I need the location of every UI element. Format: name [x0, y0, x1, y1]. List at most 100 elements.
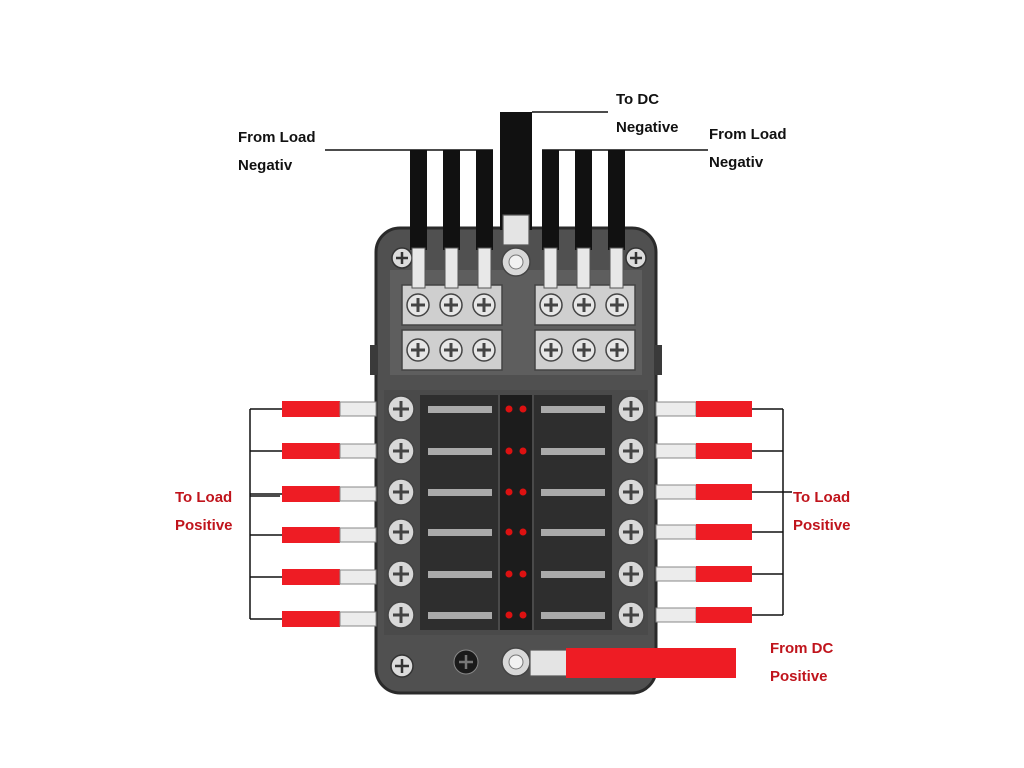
wire-ring-terminal — [339, 486, 377, 502]
positive-screw-right — [617, 395, 645, 423]
label-line: Negativ — [709, 154, 764, 171]
label-line: Positive — [175, 517, 233, 534]
positive-wire — [696, 607, 752, 623]
positive-wire — [696, 401, 752, 417]
screw-terminal — [572, 338, 596, 362]
fuse-row — [387, 437, 645, 465]
fuse-slot — [428, 448, 492, 455]
label-line: Negative — [616, 119, 679, 136]
fuse-slot — [428, 571, 492, 578]
label-line: Positive — [793, 517, 851, 534]
fuse-row — [387, 518, 645, 546]
positive-wire — [282, 611, 340, 627]
wire-ring-terminal — [339, 401, 377, 417]
left-positive-wires — [249, 401, 377, 627]
fuse-slot — [541, 571, 605, 578]
label-to-load-positive-right: To Load Positive — [793, 484, 851, 540]
fuse-row — [387, 478, 645, 506]
screw-terminal — [605, 293, 629, 317]
positive-screw-left — [387, 560, 415, 588]
mount-screw-bottom-left — [390, 654, 414, 678]
fuse-row — [387, 601, 645, 629]
fuse-slot — [428, 406, 492, 413]
wire-ring-terminal — [411, 247, 426, 289]
wire-ring-terminal — [655, 443, 697, 459]
positive-wire — [282, 569, 340, 585]
dc-negative-cable — [500, 112, 532, 230]
positive-wire — [282, 443, 340, 459]
label-line: To DC — [616, 91, 660, 108]
screw-terminal — [439, 338, 463, 362]
label-from-dc-positive: From DC Positive — [770, 635, 833, 691]
fuse-slot — [541, 612, 605, 619]
screw-terminal — [539, 338, 563, 362]
wire-ring-terminal — [339, 611, 377, 627]
mount-screw-top-right — [625, 247, 647, 269]
positive-wire — [696, 484, 752, 500]
negative-wire — [443, 150, 460, 250]
wire-ring-terminal — [339, 443, 377, 459]
right-side-tab — [654, 345, 662, 375]
wire-ring-terminal — [477, 247, 492, 289]
wire-ring-terminal — [655, 401, 697, 417]
positive-wire — [282, 486, 340, 502]
dc-negative-ring-lug — [502, 214, 530, 246]
fuse-slot — [541, 406, 605, 413]
positive-screw-right — [617, 518, 645, 546]
fuse-row — [387, 395, 645, 423]
wire-ring-terminal — [655, 484, 697, 500]
fuse-row — [387, 560, 645, 588]
positive-screw-right — [617, 560, 645, 588]
led-indicator — [505, 611, 513, 619]
wire-ring-terminal — [609, 247, 624, 289]
ground-stud-bottom-center — [453, 649, 479, 675]
led-indicator — [505, 405, 513, 413]
fuse-rows — [387, 395, 645, 629]
fuse-slot — [428, 489, 492, 496]
positive-screw-left — [387, 395, 415, 423]
negative-bus-right-lower — [534, 329, 636, 371]
left-side-tab — [370, 345, 378, 375]
negative-wire — [608, 150, 625, 250]
led-indicator — [519, 488, 527, 496]
label-to-load-positive-left: To Load Positive — [175, 484, 233, 540]
positive-screw-right — [617, 478, 645, 506]
label-line: From Load — [709, 126, 787, 143]
negative-wire — [542, 150, 559, 250]
label-to-dc-negative: To DC Negative — [616, 86, 679, 142]
screw-terminal — [439, 293, 463, 317]
wire-ring-terminal — [655, 524, 697, 540]
negative-wire — [410, 150, 427, 250]
label-line: Positive — [770, 668, 828, 685]
led-indicator — [519, 447, 527, 455]
wire-ring-terminal — [655, 566, 697, 582]
positive-screw-right — [617, 601, 645, 629]
led-indicator — [505, 488, 513, 496]
positive-wire — [282, 527, 340, 543]
fuse-slot — [428, 612, 492, 619]
positive-screw-right — [617, 437, 645, 465]
dc-positive-ring-lug — [529, 649, 569, 677]
positive-screw-left — [387, 518, 415, 546]
positive-wire — [696, 443, 752, 459]
positive-screw-left — [387, 478, 415, 506]
led-indicator — [519, 528, 527, 536]
dc-positive-stud — [501, 647, 531, 677]
right-positive-wires — [655, 401, 792, 623]
negative-bus-right-upper — [534, 284, 636, 326]
label-line: From Load — [238, 129, 316, 146]
screw-terminal — [472, 338, 496, 362]
label-line: Negativ — [238, 157, 293, 174]
screw-terminal — [539, 293, 563, 317]
positive-screw-left — [387, 601, 415, 629]
wire-ring-terminal — [444, 247, 459, 289]
positive-wire — [696, 566, 752, 582]
wire-ring-terminal — [543, 247, 558, 289]
led-indicator — [519, 570, 527, 578]
fuse-slot — [428, 529, 492, 536]
mount-screw-top-left — [391, 247, 413, 269]
screw-terminal — [472, 293, 496, 317]
led-indicator — [519, 405, 527, 413]
